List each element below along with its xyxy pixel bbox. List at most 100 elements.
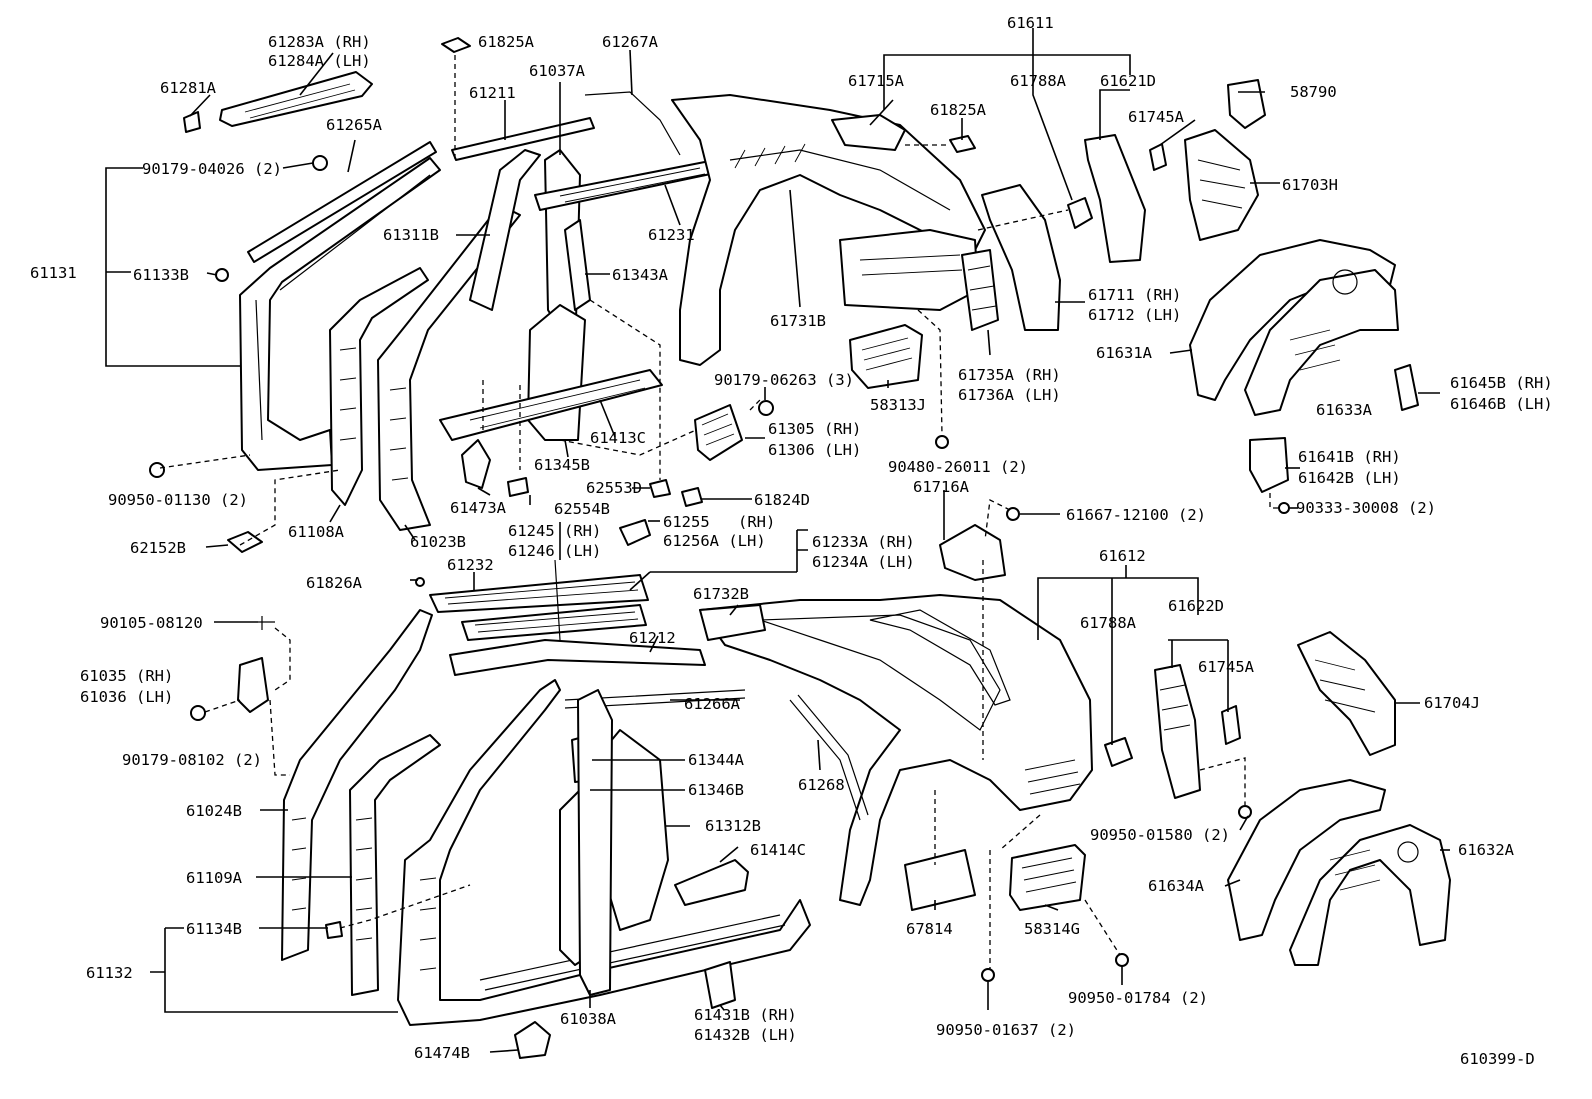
label-61631a: 61631A [1096,344,1153,362]
part-61825a-top-pad [441,37,471,53]
label-61038a: 61038A [560,1010,617,1028]
part-90179-08102-nut [190,705,206,721]
diagram-code: 610399-D [1460,1050,1535,1068]
label-62554b: 62554B [554,500,610,518]
label-61704j: 61704J [1424,694,1480,712]
label-61735a: 61735A (RH) [958,366,1061,384]
part-61212-rail [449,639,706,676]
label-61037a: 61037A [529,62,586,80]
part-61038a-pillar [577,689,613,996]
label-61211: 61211 [469,84,516,102]
part-67814-label-plate [904,849,976,911]
part-90179-06263-nut [758,400,774,416]
label-61232: 61232 [447,556,494,574]
part-61645b-bracket [1394,364,1419,411]
label-61268: 61268 [798,776,845,794]
label-61715a: 61715A [848,72,905,90]
label-90950-01580: 90950-01580 (2) [1090,826,1230,844]
part-90950-01637-plug [981,968,995,982]
label-61255: 61255 [663,513,710,531]
label-61633a: 61633A [1316,401,1373,419]
part-61788a-bottom-bracket [1104,737,1133,767]
label-61642b: 61642B (LH) [1298,469,1401,487]
part-61283a-bracket [219,71,373,127]
part-61745a-bottom-pad [1221,705,1241,745]
label-61716a: 61716A [913,478,970,496]
leader-lines [105,28,1450,1053]
part-61612-quarter-panel [699,594,1093,906]
label-90950-01637: 90950-01637 (2) [936,1021,1076,1039]
part-61704j-extension [1297,631,1396,756]
label-61824d: 61824D [754,491,810,509]
label-61345b: 61345B [534,456,590,474]
label-61732b: 61732B [693,585,749,603]
label-61246: 61246 (LH) [508,542,601,560]
label-61413c: 61413C [590,429,646,447]
part-61345b-pillar-lower [527,304,586,441]
label-61305: 61305 (RH) [768,420,861,438]
part-61255-clip [619,519,651,546]
part-61745a-top-pad [1149,143,1167,171]
label-61265a: 61265A [326,116,383,134]
part-61265a-roof-rail-strip [247,141,437,263]
part-61245-rail [554,559,561,641]
part-61268-strip [789,694,869,821]
label-90179-04026: 90179-04026 (2) [142,160,282,178]
part-61281a-clip [183,111,201,133]
label-90950-01130: 90950-01130 (2) [108,491,248,509]
label-61432b: 61432B (LH) [694,1026,797,1044]
label-61712: 61712 (LH) [1088,306,1181,324]
part-61788a-top-bracket [1067,197,1093,229]
label-62553d: 62553D [586,479,642,497]
part-61632a-wheelhouse-inner [1289,824,1451,966]
part-61732b-panel [699,604,766,641]
label-61736a: 61736A (LH) [958,386,1061,404]
label-61024b: 61024B [186,802,242,820]
label-61731b: 61731B [770,312,826,330]
part-61131-front-pillar [239,157,441,471]
label-61667-12100: 61667-12100 (2) [1066,506,1206,524]
part-62554b-pad [507,477,529,497]
part-61109a-pillar [349,734,441,996]
label-61344a: 61344A [688,751,745,769]
label-62152b: 62152B [130,539,186,557]
part-61474b-bracket [514,1021,551,1059]
label-61284a: 61284A (LH) [268,52,371,70]
label-61035: 61035 (RH) [80,667,173,685]
part-61024b-outer-panel [281,609,433,961]
label-61231: 61231 [648,226,695,244]
part-62152b-pad [227,531,263,553]
callout-labels: 61611 61283A (RH) 61284A (LH) 61825A 612… [30,14,1553,1068]
part-61305-bracket [694,404,743,461]
label-90105-08120: 90105-08120 [100,614,203,632]
label-61023b: 61023B [410,533,466,551]
label-61283a: 61283A (RH) [268,33,371,51]
part-61715a-reinforcement [831,114,906,151]
label-61641b: 61641B (RH) [1298,448,1401,466]
part-61431b-bracket [704,961,736,1009]
part-58314g-bracket [1009,844,1086,911]
label-61711: 61711 (RH) [1088,286,1181,304]
label-61612: 61612 [1099,547,1146,565]
label-61826a: 61826A [306,574,363,592]
part-90480-26011-nut [935,435,949,449]
label-61473a: 61473A [450,499,507,517]
label-90333-30008: 90333-30008 (2) [1296,499,1436,517]
part-58313j-bracket [849,324,923,389]
part-61023b-pillar [377,204,521,531]
part-61311b-pillar-inner [469,149,541,311]
label-61036: 61036 (LH) [80,688,173,706]
part-61735a-panel [961,249,999,331]
label-90950-01784: 90950-01784 (2) [1068,989,1208,1007]
part-61703h-extension [1184,129,1259,241]
part-90105-08120-bolt [258,616,275,630]
part-58790-bracket [1227,79,1266,129]
part-61621d-panel [1084,134,1146,263]
label-61234a: 61234A (LH) [812,553,915,571]
label-61474b: 61474B [414,1044,470,1062]
label-58313j: 58313J [870,396,926,414]
label-61745a-top: 61745A [1128,108,1185,126]
label-61621d: 61621D [1100,72,1156,90]
part-61622d-panel [1154,664,1201,799]
